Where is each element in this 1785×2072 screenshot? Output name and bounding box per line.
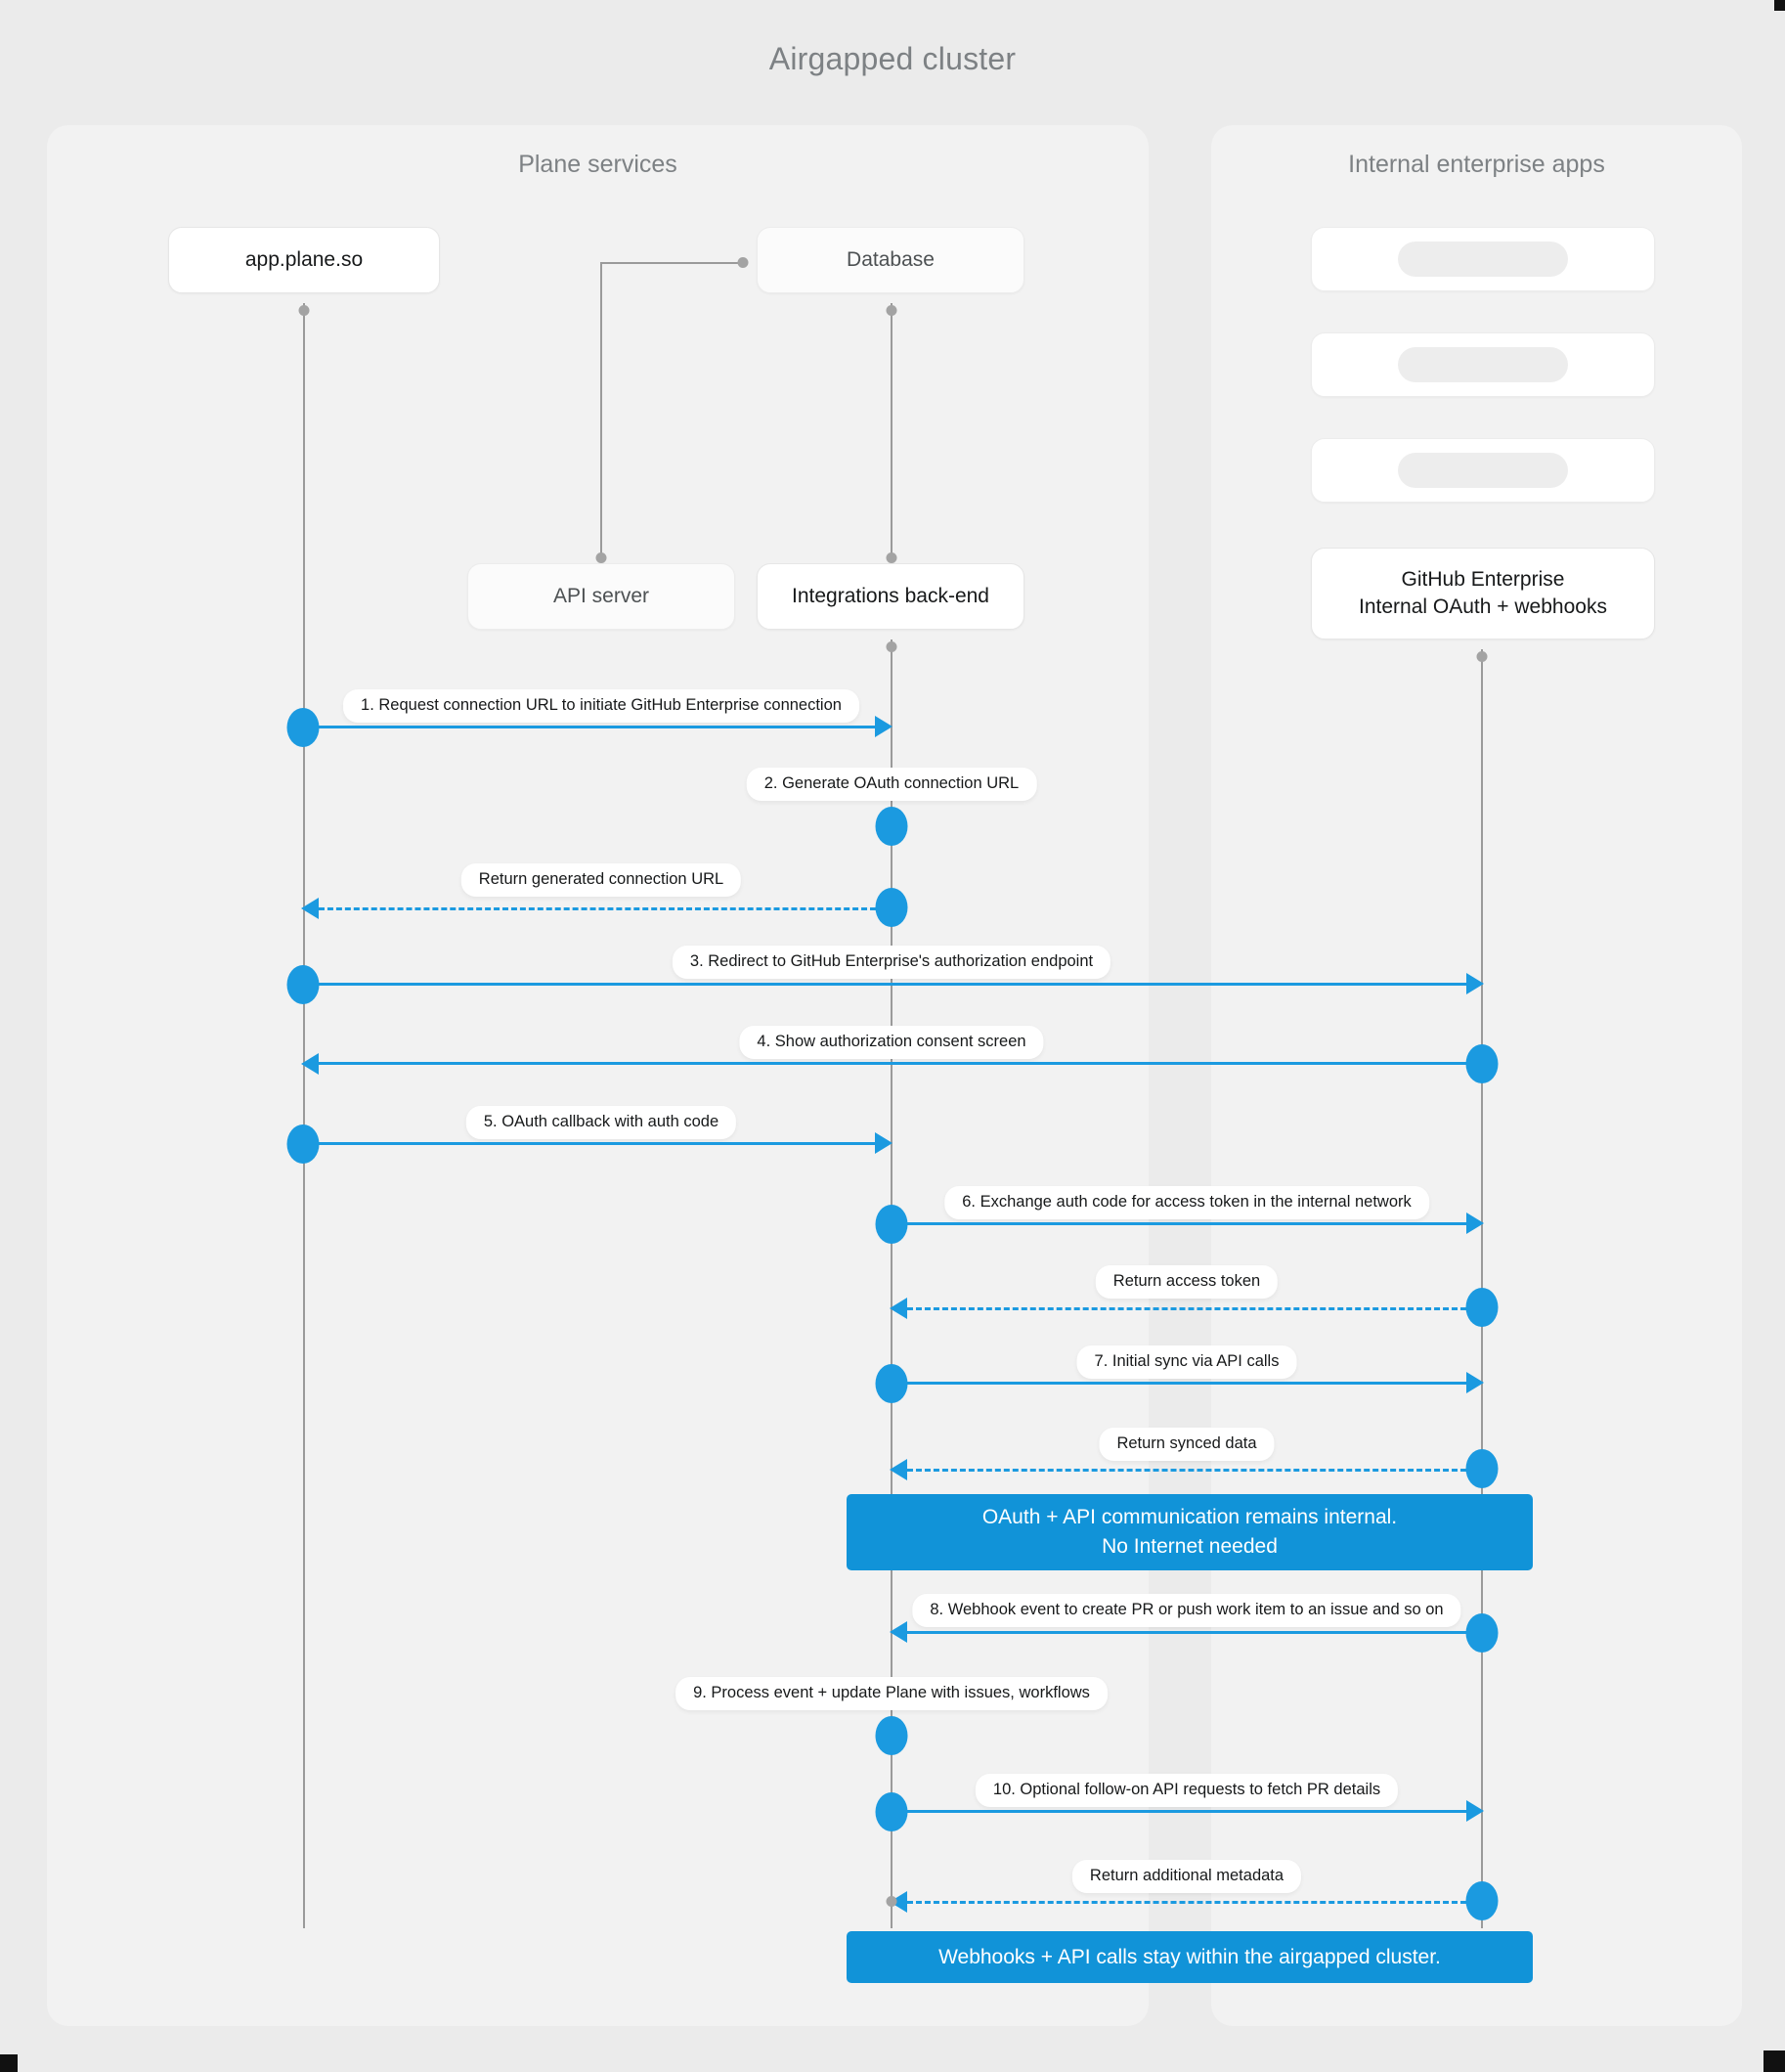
message-endpoint-dot-14 (886, 1896, 897, 1907)
node-placeholder-app-2[interactable] (1311, 332, 1655, 397)
message-line-3 (319, 907, 876, 910)
crop-mark-top-right (1774, 0, 1785, 11)
node-api-server-label: API server (552, 585, 650, 608)
note-oauth-internal-line2: No Internet needed (1102, 1535, 1278, 1558)
message-endpoint-11 (1465, 1613, 1499, 1653)
placeholder-bar-icon (1398, 242, 1568, 277)
message-endpoint-13 (875, 1792, 908, 1831)
connector-dot-apiserver (595, 552, 607, 563)
message-selfcall-dot-2 (875, 807, 908, 846)
message-arrowhead-8 (890, 1298, 907, 1319)
node-api-server[interactable]: API server (467, 563, 735, 630)
panel-plane-services: Plane services (47, 125, 1149, 2026)
message-line-5 (319, 1062, 1482, 1065)
lifeline-dot-integrations-backend (886, 641, 897, 652)
message-line-6 (303, 1142, 875, 1145)
message-arrowhead-3 (301, 898, 319, 919)
message-label-2: 2. Generate OAuth connection URL (746, 768, 1037, 801)
lifeline-dot-app-plane-so (298, 305, 310, 316)
message-label-5: 4. Show authorization consent screen (739, 1026, 1044, 1059)
node-github-enterprise-line1: GitHub Enterprise (1401, 568, 1565, 592)
message-endpoint-3 (875, 888, 908, 927)
crop-mark-bottom-right (1763, 2050, 1785, 2072)
message-endpoint-8 (1465, 1288, 1499, 1327)
message-label-4: 3. Redirect to GitHub Enterprise's autho… (672, 946, 1111, 979)
message-arrowhead-4 (1466, 973, 1484, 994)
message-selfcall-dot-12 (875, 1716, 908, 1755)
diagram-title: Airgapped cluster (768, 41, 1017, 76)
message-line-8 (907, 1307, 1466, 1310)
message-label-9: 7. Initial sync via API calls (1076, 1345, 1297, 1379)
message-line-7 (892, 1222, 1466, 1225)
note-oauth-internal-line1: OAuth + API communication remains intern… (981, 1506, 1398, 1529)
lifeline-database (891, 303, 892, 557)
node-github-enterprise[interactable]: GitHub Enterprise Internal OAuth + webho… (1311, 548, 1655, 639)
message-line-1 (303, 726, 875, 728)
message-label-14: Return additional metadata (1071, 1860, 1302, 1893)
crop-mark-bottom-left (0, 2054, 18, 2072)
node-github-enterprise-line2: Internal OAuth + webhooks (1359, 595, 1607, 618)
message-line-10 (907, 1469, 1466, 1472)
message-endpoint-1 (286, 708, 320, 747)
message-arrowhead-5 (301, 1053, 319, 1075)
placeholder-bar-icon (1398, 453, 1568, 488)
node-app-plane-so[interactable]: app.plane.so (168, 227, 440, 293)
connector-dot-database (737, 257, 749, 268)
node-app-plane-so-label: app.plane.so (244, 248, 364, 272)
message-line-4 (303, 983, 1466, 986)
lifeline-dot-github-enterprise (1476, 651, 1488, 662)
node-database-label: Database (847, 248, 935, 272)
message-arrowhead-1 (875, 716, 892, 737)
connector-apiserver-database-vertical (600, 262, 602, 557)
message-line-11 (907, 1631, 1482, 1634)
node-placeholder-app-1[interactable] (1311, 227, 1655, 291)
note-oauth-internal: OAuth + API communication remains intern… (847, 1494, 1533, 1570)
lifeline-dot-database-end (886, 552, 897, 563)
panel-plane-services-title: Plane services (518, 151, 677, 178)
node-database[interactable]: Database (757, 227, 1024, 293)
message-endpoint-4 (286, 965, 320, 1004)
message-label-12: 9. Process event + update Plane with iss… (675, 1677, 1108, 1710)
node-integrations-backend-label: Integrations back-end (792, 585, 989, 608)
message-endpoint-9 (875, 1364, 908, 1403)
message-arrowhead-10 (890, 1459, 907, 1480)
crop-mark-top-left (0, 0, 6, 6)
lifeline-app-plane-so (303, 303, 305, 1928)
message-arrowhead-7 (1466, 1212, 1484, 1234)
message-endpoint-14 (1465, 1881, 1499, 1920)
message-label-6: 5. OAuth callback with auth code (465, 1106, 737, 1139)
message-label-10: Return synced data (1099, 1428, 1275, 1461)
message-label-8: Return access token (1095, 1265, 1279, 1299)
panel-internal-enterprise-apps-title: Internal enterprise apps (1348, 151, 1605, 178)
message-label-1: 1. Request connection URL to initiate Gi… (343, 689, 859, 723)
message-line-14 (907, 1901, 1466, 1904)
message-label-13: 10. Optional follow-on API requests to f… (975, 1774, 1399, 1807)
message-label-7: 6. Exchange auth code for access token i… (944, 1186, 1429, 1219)
message-arrowhead-6 (875, 1132, 892, 1154)
note-webhooks-airgapped: Webhooks + API calls stay within the air… (847, 1931, 1533, 1983)
connector-apiserver-database-horizontal (600, 262, 743, 264)
message-label-3: Return generated connection URL (460, 863, 742, 897)
message-arrowhead-9 (1466, 1372, 1484, 1393)
message-arrowhead-11 (890, 1621, 907, 1643)
message-endpoint-7 (875, 1205, 908, 1244)
message-line-9 (892, 1382, 1466, 1385)
message-label-11: 8. Webhook event to create PR or push wo… (912, 1594, 1461, 1627)
message-endpoint-6 (286, 1124, 320, 1164)
message-endpoint-5 (1465, 1044, 1499, 1083)
message-arrowhead-13 (1466, 1800, 1484, 1822)
node-placeholder-app-3[interactable] (1311, 438, 1655, 503)
message-line-13 (892, 1810, 1466, 1813)
message-endpoint-10 (1465, 1449, 1499, 1488)
placeholder-bar-icon (1398, 347, 1568, 382)
lifeline-integrations-backend (891, 639, 892, 1928)
lifeline-dot-database (886, 305, 897, 316)
node-integrations-backend[interactable]: Integrations back-end (757, 563, 1024, 630)
